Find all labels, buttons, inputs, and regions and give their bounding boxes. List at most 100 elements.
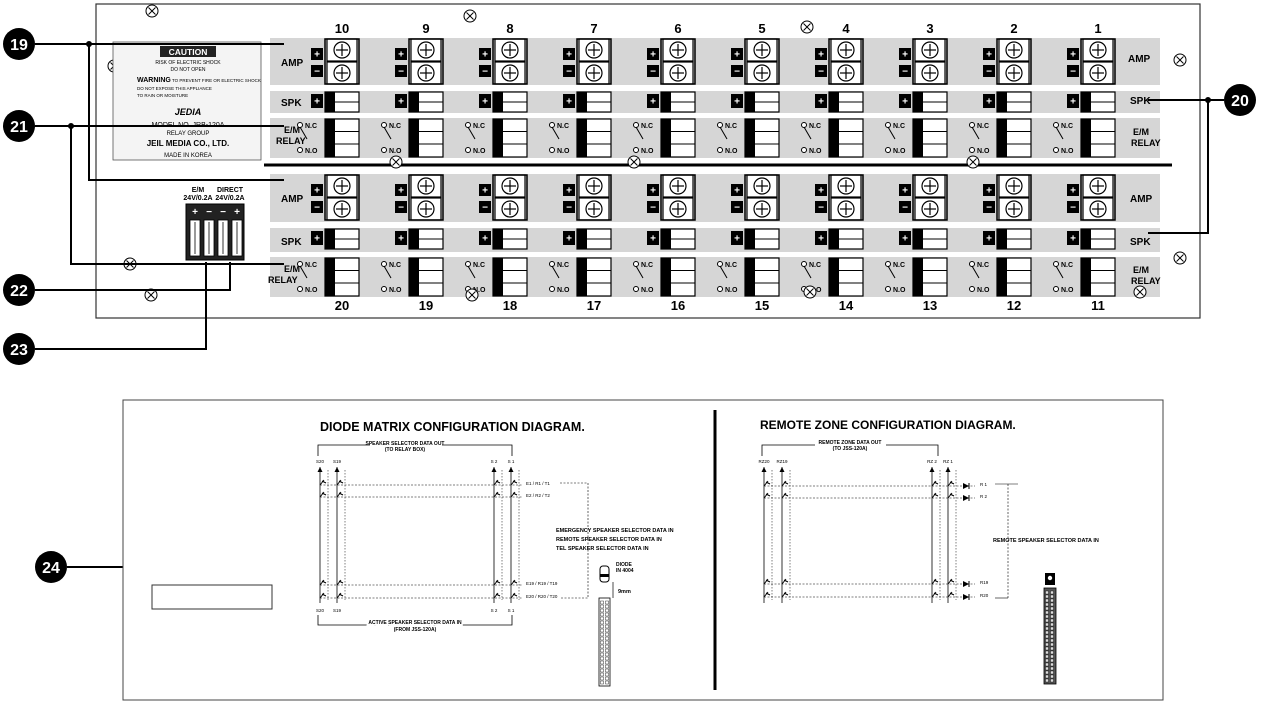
contact-arm: [803, 126, 812, 140]
polarity-block: [1067, 94, 1079, 108]
polarity-sign: +: [398, 186, 404, 197]
diode-symbol: [319, 491, 327, 498]
amp-terminal-frame: [408, 174, 444, 221]
row-label-em: E/M: [284, 264, 300, 274]
header-pin: [1045, 590, 1049, 595]
contact-dot: [717, 261, 723, 267]
header-pin: [600, 600, 604, 605]
arrow-head: [491, 467, 497, 472]
contact-dot: [633, 147, 639, 153]
header-pin: [605, 612, 609, 617]
polarity-block: [563, 65, 575, 77]
warning-line: TO RAIN OR MOISTURE: [137, 93, 188, 98]
remote-top-caption: REMOTE ZONE DATA OUT: [819, 440, 882, 446]
amp-terminal-frame: [912, 174, 948, 221]
polarity-sign: −: [1070, 203, 1076, 214]
spk-plug: [913, 229, 923, 249]
polarity-sign: +: [566, 97, 572, 108]
side-caption: TEL SPEAKER SELECTOR DATA IN: [556, 546, 649, 552]
polarity-block: [983, 65, 995, 77]
diode-symbol: [493, 579, 501, 586]
polarity-block: [479, 201, 491, 213]
polarity-block: [731, 65, 743, 77]
diode-component: DIODE IN 4004 9mm: [598, 562, 634, 687]
no-label: N.O: [305, 148, 318, 155]
polarity-block: [1067, 184, 1079, 196]
polarity-block: [899, 201, 911, 213]
arrow-head: [317, 467, 323, 472]
diode-symbol: [319, 579, 327, 586]
header-pin: [605, 652, 609, 657]
polarity-block: [563, 184, 575, 196]
channel-column: 717+−+N.CN.O+−+N.CN.O: [549, 21, 612, 313]
row-label-em: E/M: [1133, 265, 1149, 275]
screw-cross: [468, 291, 476, 299]
relay-plug: [745, 119, 755, 157]
polarity-sign: +: [314, 186, 320, 197]
contact-arm: [1055, 265, 1064, 279]
side-bracket: [560, 482, 589, 599]
row-label: R 1: [980, 482, 988, 487]
polarity-block: [479, 231, 491, 245]
diode-grid: [317, 467, 522, 603]
diode-symbol: [947, 492, 955, 499]
header-pin: [1050, 610, 1054, 615]
channel-number: 4: [842, 21, 850, 36]
polarity-sign: +: [482, 186, 488, 197]
row-label: R 2: [980, 494, 988, 499]
polarity-sign: +: [818, 186, 824, 197]
header-pin: [605, 628, 609, 633]
polarity-sign: +: [1070, 50, 1076, 61]
header-pin: [1045, 598, 1049, 603]
channel-column: 515+−+N.CN.O+−+N.CN.O: [717, 21, 780, 313]
relay-plug: [325, 119, 335, 157]
arrow-head: [779, 467, 785, 472]
header-pin: [1045, 638, 1049, 643]
spk-plug: [493, 229, 503, 249]
header-pin: [605, 632, 609, 637]
screw: [389, 155, 403, 169]
screw: [145, 4, 159, 18]
contact-arm: [467, 126, 476, 140]
row-label-spk: SPK: [1130, 237, 1151, 248]
amp-terminal-frame: [660, 174, 696, 221]
contact-arm: [887, 126, 896, 140]
polarity-sign: −: [902, 203, 908, 214]
spk-plug: [829, 229, 839, 249]
contact-arm: [971, 265, 980, 279]
polarity-sign: +: [1070, 234, 1076, 245]
column-label: RZ 1: [943, 459, 953, 464]
polarity-sign: +: [1070, 186, 1076, 197]
no-label: N.O: [893, 148, 906, 155]
diode-mark: [1047, 575, 1053, 581]
diode-label: IN 4004: [616, 568, 634, 574]
manufacturer: JEIL MEDIA CO., LTD.: [147, 139, 230, 148]
header-pin: [605, 664, 609, 669]
diode-symbol: [763, 591, 771, 598]
side-caption: EMERGENCY SPEAKER SELECTOR DATA IN: [556, 528, 674, 534]
contact-dot: [297, 122, 303, 128]
caution-line: RISK OF ELECTRIC SHOCK: [155, 60, 221, 66]
bracket: [317, 444, 370, 456]
spk-plug: [325, 229, 335, 249]
contact-dot: [969, 286, 975, 292]
polarity-block: [647, 201, 659, 213]
callout-24-circle: [35, 551, 67, 583]
header-pin: [605, 624, 609, 629]
header-pin: [605, 608, 609, 613]
diode-symbol: [493, 592, 501, 599]
row-label: R20: [980, 593, 989, 598]
polarity-sign: −: [1070, 67, 1076, 78]
row-label-relay: RELAY: [1131, 276, 1161, 286]
header-pin: [1045, 618, 1049, 623]
remote-top-caption: (TO JSS-120A): [833, 446, 868, 452]
header-pin: [1045, 626, 1049, 631]
nc-label: N.C: [1061, 262, 1073, 269]
header-pin: [600, 624, 604, 629]
screw: [1173, 53, 1187, 67]
amp-terminal-frame: [912, 38, 948, 85]
header-pin: [1045, 610, 1049, 615]
polarity-sign: +: [986, 50, 992, 61]
screw-cross: [1136, 288, 1144, 296]
polarity-sign: +: [650, 186, 656, 197]
